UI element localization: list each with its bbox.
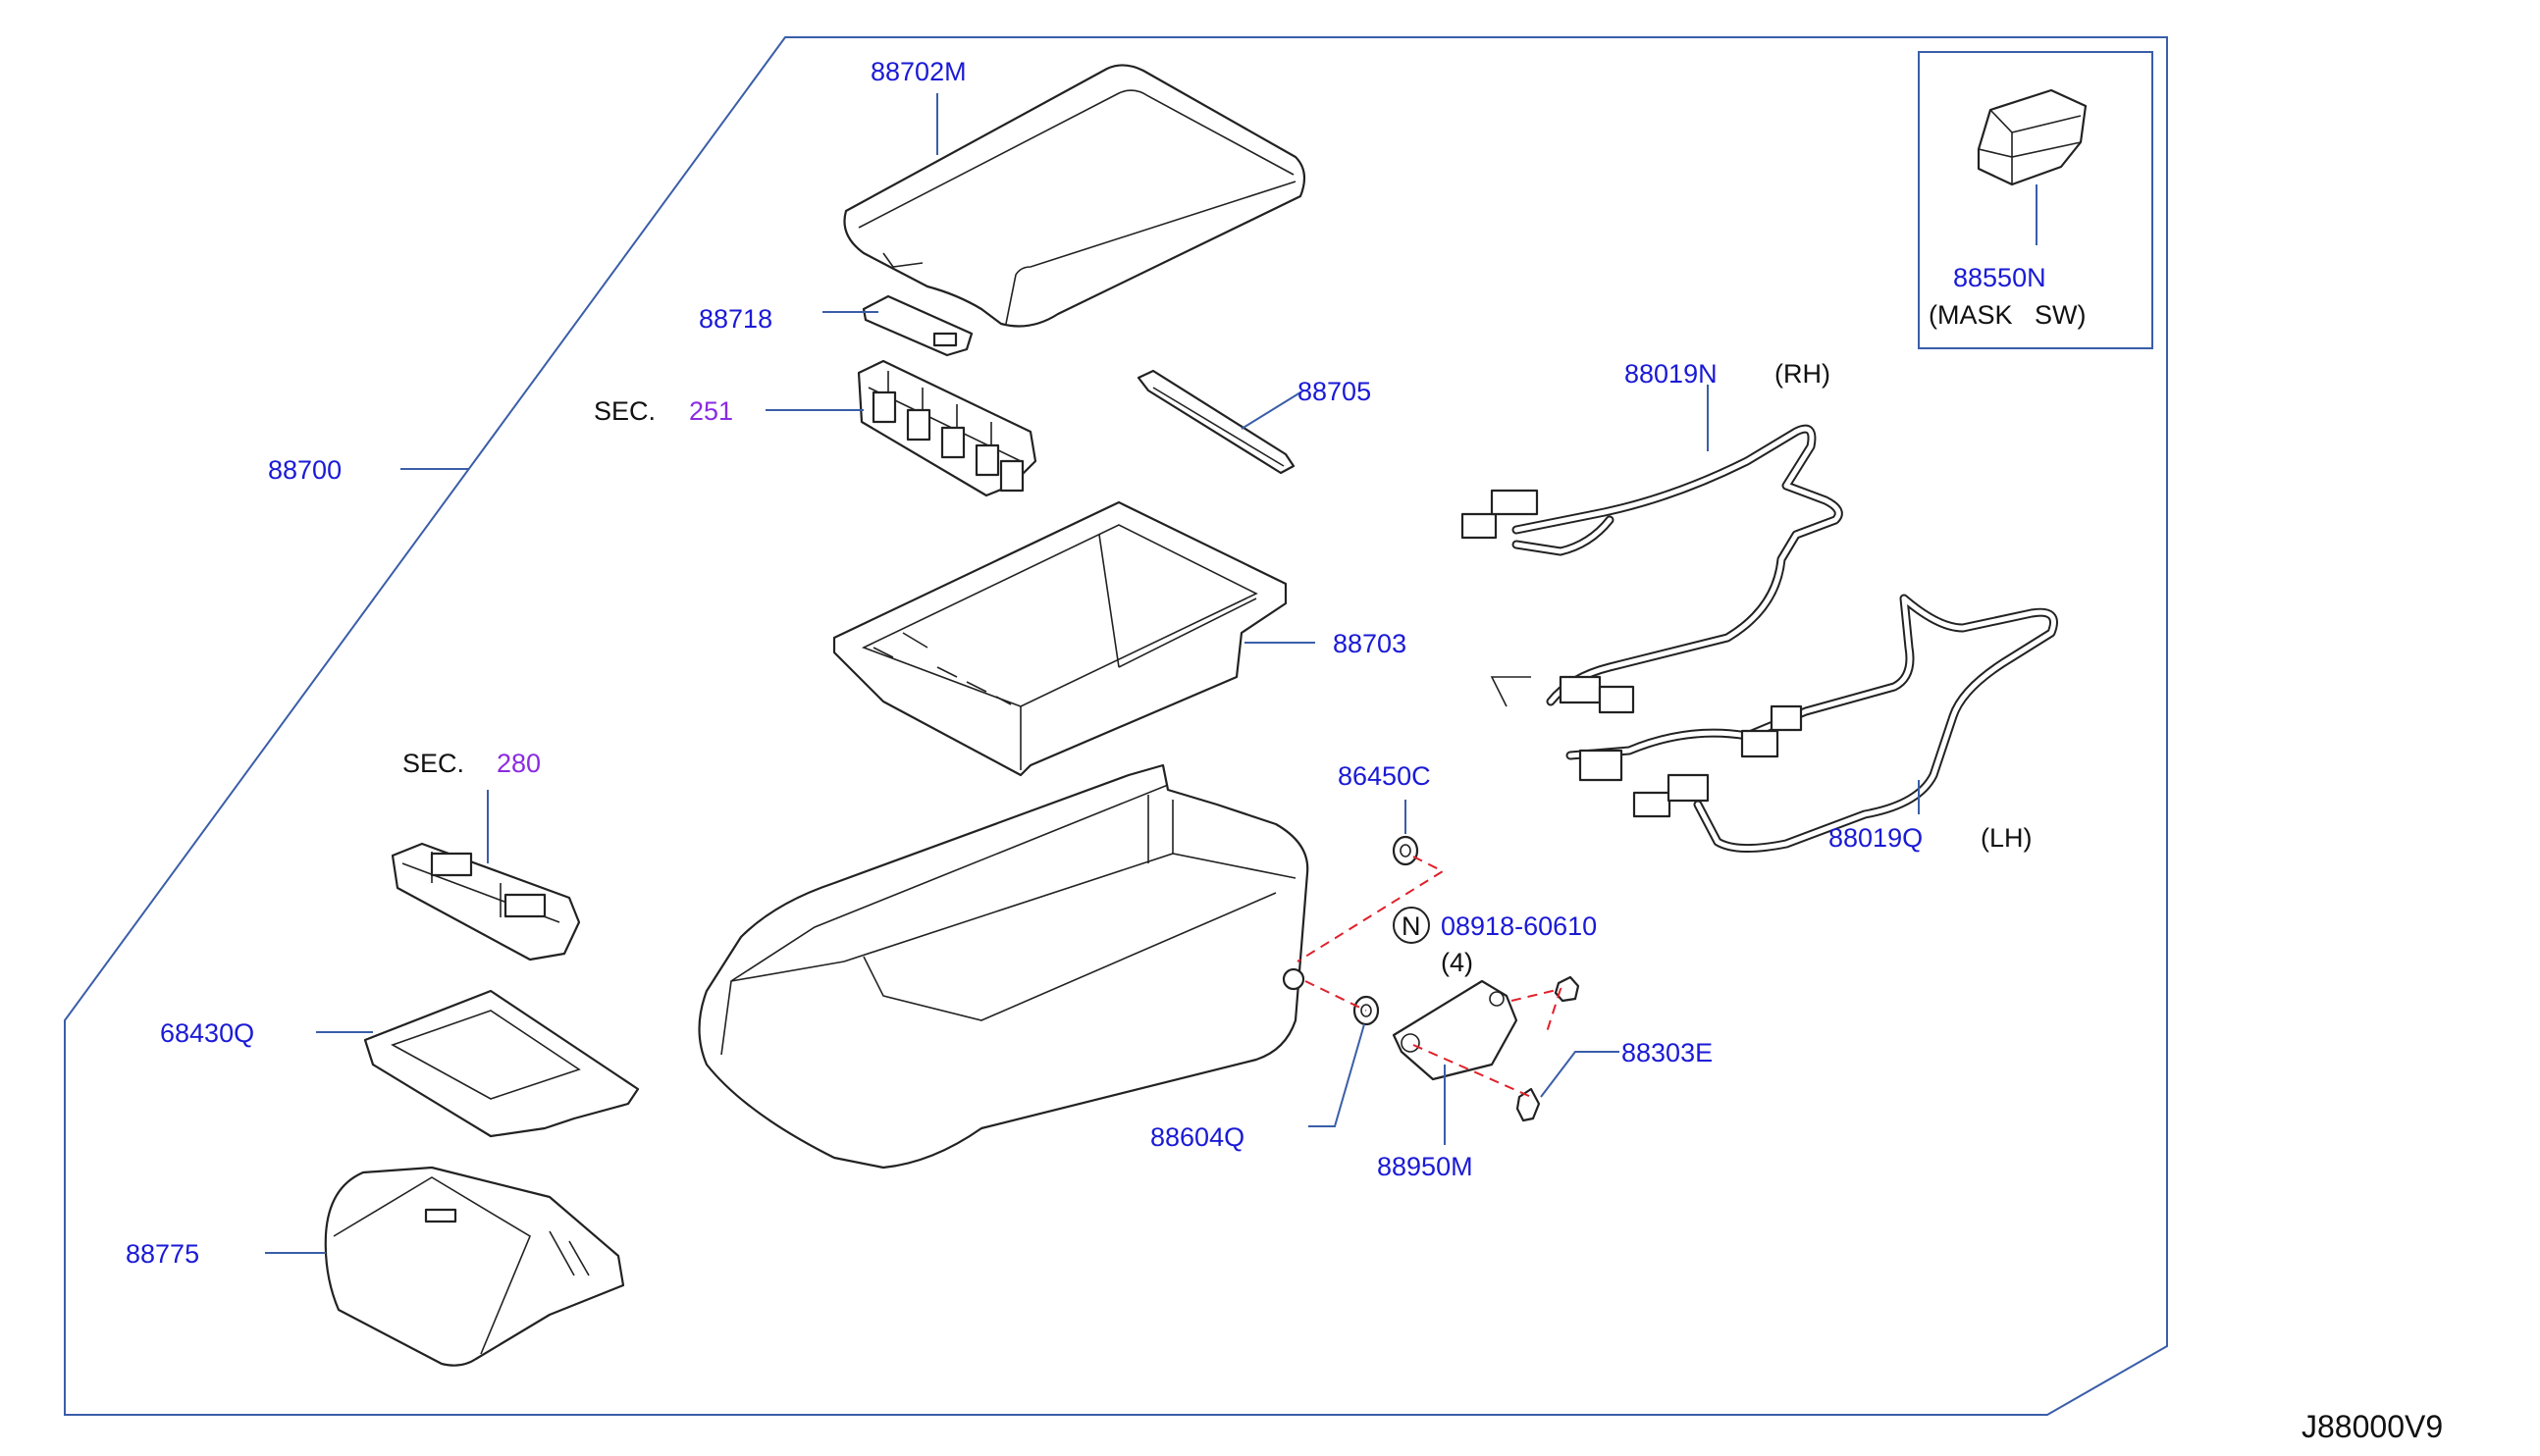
label-sec2-prefix: SEC. xyxy=(402,749,464,778)
label-88700: 88700 xyxy=(268,455,342,485)
dashed-reference-lines xyxy=(1296,856,1562,1098)
label-sec1-prefix: SEC. xyxy=(594,396,656,426)
nut-symbol xyxy=(1393,907,1430,944)
ashtray-part xyxy=(324,1166,625,1367)
label-sec2-number: 280 xyxy=(497,749,541,778)
label-88775: 88775 xyxy=(126,1239,199,1269)
grommet-part xyxy=(1392,835,1419,866)
nut-part xyxy=(1554,975,1580,1003)
label-86450C: 86450C xyxy=(1338,761,1431,791)
label-qty-4: (4) xyxy=(1441,948,1473,977)
label-08918-60610: 08918-60610 xyxy=(1441,911,1597,941)
label-88550N: 88550N xyxy=(1953,263,2046,292)
bezel-part xyxy=(363,989,640,1138)
armrest-lid-part xyxy=(843,64,1306,328)
diagram-id: J88000V9 xyxy=(2302,1409,2443,1444)
latch-part xyxy=(862,294,974,357)
harness-lh-part xyxy=(1565,594,2058,854)
label-88705: 88705 xyxy=(1297,377,1371,406)
label-88702M: 88702M xyxy=(871,57,967,86)
window-switch-part xyxy=(391,842,581,962)
label-mask-sw: (MASK SW) xyxy=(1929,300,2087,330)
plate-part xyxy=(1137,369,1296,475)
leader-88303E xyxy=(1540,1051,1619,1098)
seat-switch-cluster xyxy=(857,359,1037,497)
label-88303E: 88303E xyxy=(1621,1038,1713,1067)
label-68430Q: 68430Q xyxy=(160,1018,254,1048)
clip-part xyxy=(1515,1087,1541,1122)
assembly-frame xyxy=(64,36,2168,1416)
label-88718: 88718 xyxy=(699,304,772,334)
harness-rh-part xyxy=(1460,424,1843,714)
nut-symbol-letter: N xyxy=(1402,911,1421,941)
leader-88705 xyxy=(1241,391,1301,430)
label-88703: 88703 xyxy=(1333,629,1406,658)
leader-88604Q xyxy=(1308,1023,1365,1127)
console-base-part xyxy=(698,763,1309,1170)
mask-switch-part xyxy=(1977,88,2088,186)
label-88019N: 88019N xyxy=(1624,359,1718,389)
label-lh: (LH) xyxy=(1981,823,2033,853)
label-rh: (RH) xyxy=(1774,359,1830,389)
label-sec1-number: 251 xyxy=(689,396,733,426)
label-88019Q: 88019Q xyxy=(1828,823,1923,853)
label-88604Q: 88604Q xyxy=(1150,1122,1244,1152)
storage-tray-part xyxy=(832,500,1288,777)
inset-frame xyxy=(1918,51,2153,349)
bracket-part xyxy=(1392,979,1518,1081)
label-88950M: 88950M xyxy=(1377,1152,1473,1181)
